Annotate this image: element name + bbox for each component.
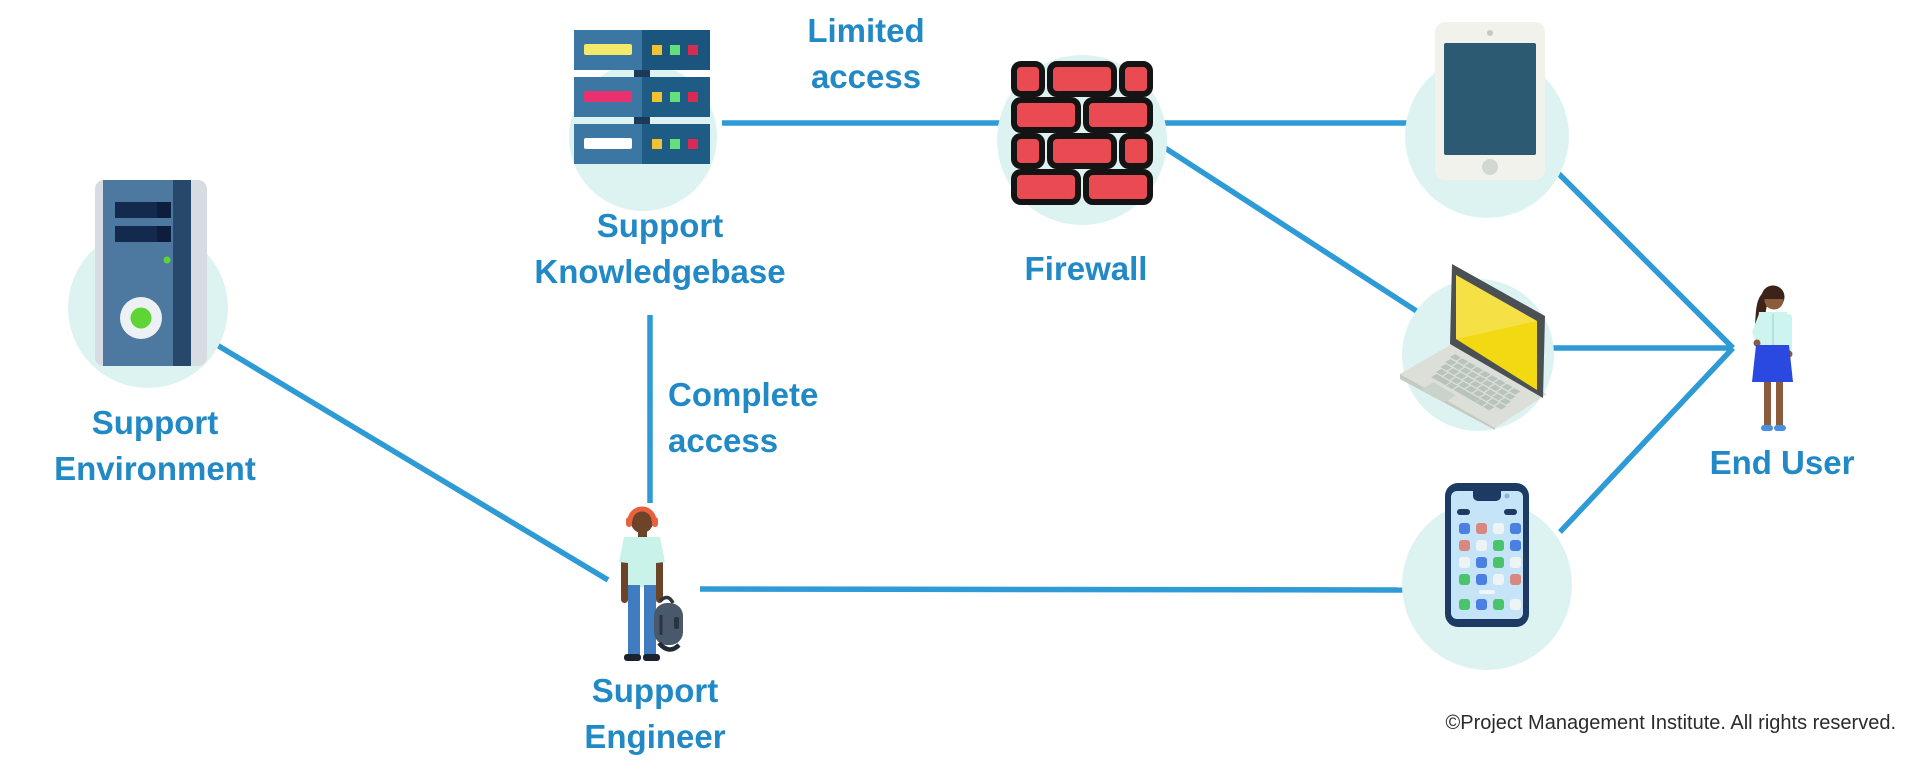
end-user-label: End User — [1632, 440, 1920, 486]
edge-tablet-enduser — [1555, 170, 1735, 350]
smartphone-icon — [1445, 483, 1529, 627]
support-engineer-label-line2: Engineer — [584, 718, 726, 755]
firewall-label-text: Firewall — [1024, 250, 1148, 287]
support-environment-label-line2: Environment — [54, 450, 256, 487]
support-engineer-label-line1: Support — [591, 672, 719, 709]
edge-engineer-smartphone — [699, 586, 1409, 593]
limited-access-label-line2: access — [810, 58, 922, 95]
limited-access-label-line1: Limited — [807, 12, 925, 49]
computer-tower-icon — [95, 180, 207, 366]
server-rack-icon — [574, 30, 710, 164]
limited-access-label: Limited access — [766, 8, 966, 100]
person-with-backpack-icon — [619, 506, 683, 661]
laptop-icon — [1400, 264, 1547, 430]
copyright-notice: ©Project Management Institute. All right… — [1445, 712, 1897, 734]
brick-wall-icon — [1011, 61, 1153, 205]
standing-woman-icon — [1752, 285, 1793, 431]
complete-access-label-line2: access — [668, 422, 779, 459]
support-environment-label-line1: Support — [91, 404, 219, 441]
support-knowledgebase-label: Support Knowledgebase — [500, 203, 820, 295]
support-knowledgebase-label-line1: Support — [596, 207, 724, 244]
complete-access-label-line1: Complete — [668, 376, 819, 413]
firewall-label: Firewall — [936, 246, 1236, 292]
tablet-icon — [1435, 22, 1545, 180]
end-user-label-text: End User — [1709, 444, 1855, 481]
support-knowledgebase-label-line2: Knowledgebase — [534, 253, 786, 290]
complete-access-label: Complete access — [668, 372, 908, 464]
support-environment-label: Support Environment — [5, 400, 305, 492]
support-engineer-label: Support Engineer — [505, 668, 805, 760]
